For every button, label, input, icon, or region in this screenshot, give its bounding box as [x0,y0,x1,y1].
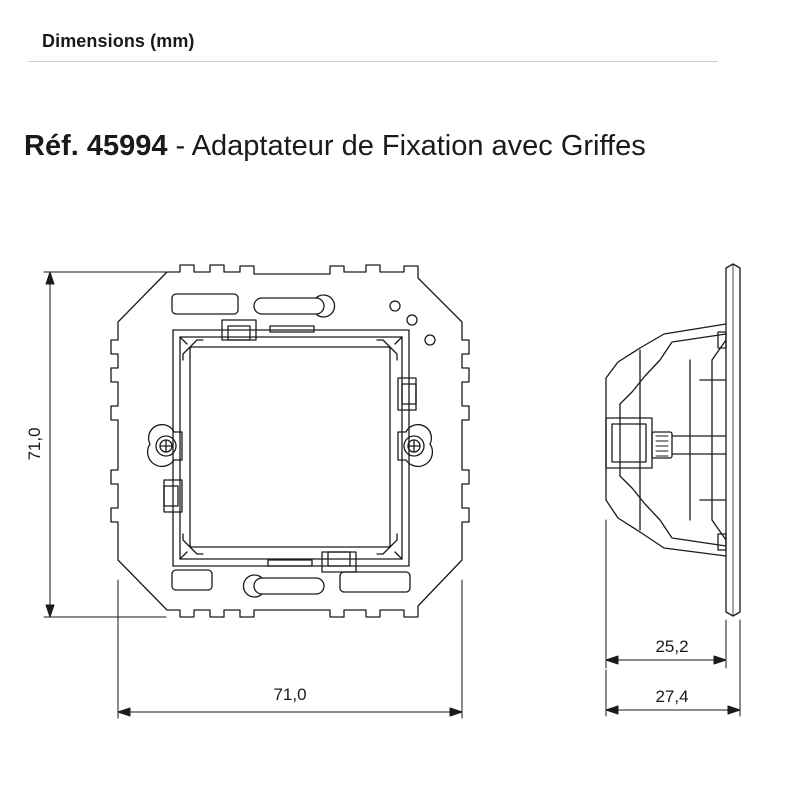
side-top-clip [717,331,727,349]
depth-total-label: 27,4 [655,687,688,706]
bottom-keyhole-slot [242,574,325,598]
right-screw-icon [397,423,434,468]
front-view [43,264,470,719]
page-title: Réf. 45994 - Adaptateur de Fixation avec… [24,130,646,163]
side-screw-icon [651,431,673,459]
bottom-tab [267,559,313,567]
left-screw-icon [146,423,183,468]
top-keyhole-slot [253,294,336,318]
height-dimension [43,271,167,618]
side-claw-inner [611,423,647,463]
inner-frame-outer [172,329,410,567]
side-view [605,263,741,717]
top-hole-3 [424,334,436,346]
side-body-outline [605,323,727,557]
top-left-slot [171,293,239,315]
left-clip-inner [163,485,179,507]
width-dimension [117,579,463,719]
depth-inner-label: 25,2 [655,637,688,656]
depth-dimension-inner [605,519,727,669]
inner-frame-inner [179,336,403,560]
title-separator: - [167,130,192,162]
inner-frame-bevel [179,336,403,560]
bottom-clip-inner [327,551,351,567]
top-hole-1 [389,300,401,312]
top-hole-2 [406,314,418,326]
width-dimension-label: 71,0 [273,685,306,704]
product-name: Adaptateur de Fixation avec Griffes [191,130,646,162]
bottom-right-slot [339,571,411,593]
module-corner-clips [182,339,398,555]
bottom-clip [321,551,357,573]
right-clip [397,377,417,411]
top-clip-inner [227,325,251,341]
height-dimension-label: 71,0 [25,427,44,460]
bottom-left-slot [171,569,213,591]
side-bottom-clip [717,533,727,551]
section-header: Dimensions (mm) [42,31,195,51]
right-clip-inner [401,383,417,405]
product-reference: Réf. 45994 [24,130,168,162]
header-divider [28,61,718,62]
depth-dimension-total [605,619,741,717]
top-tab [269,325,315,333]
side-claw-housing [605,417,653,469]
mounting-frame-outline [110,264,470,618]
central-module [189,346,391,548]
